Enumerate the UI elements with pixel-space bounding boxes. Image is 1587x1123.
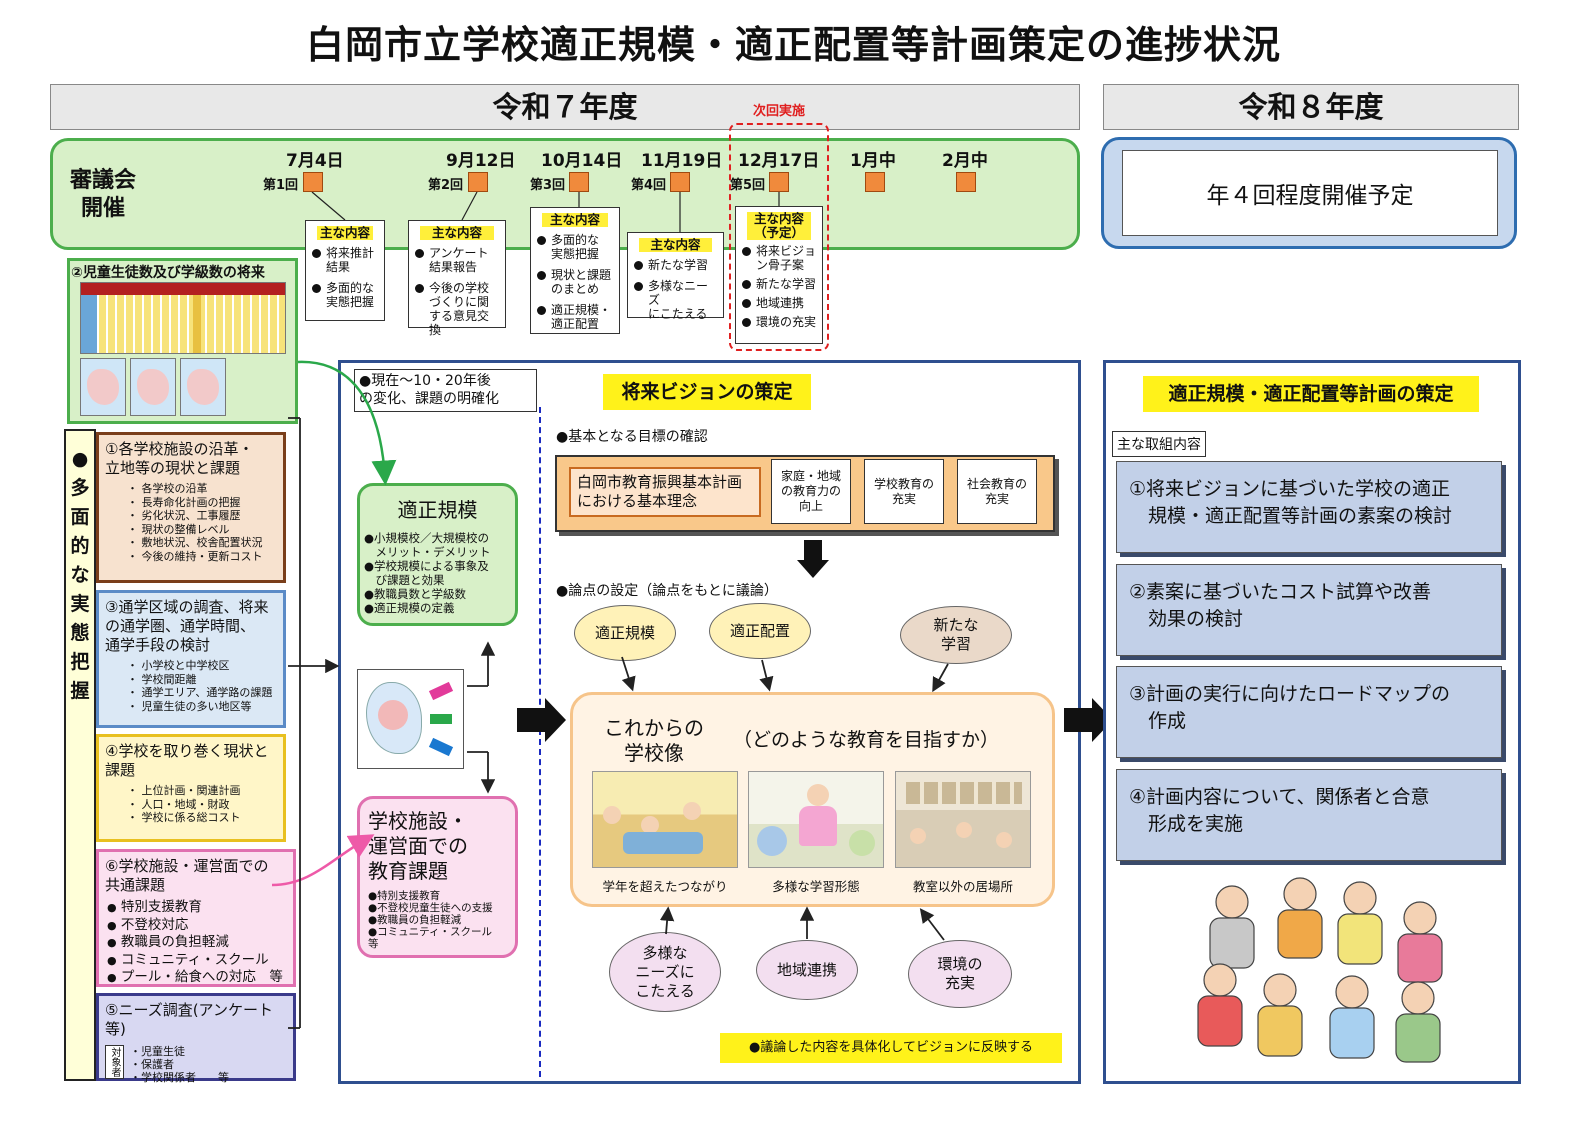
meeting-no-2: 第2回	[428, 178, 464, 193]
next-meeting-highlight	[729, 123, 829, 351]
plan-subtitle: 主な取組内容	[1112, 431, 1206, 457]
meeting-marker-6	[865, 172, 885, 192]
issue-oval-4: 多様な ニーズに こたえる	[609, 932, 721, 1012]
issue-oval-1: 適正規模	[574, 605, 676, 661]
meeting-no-4: 第4回	[631, 178, 667, 193]
vision-title: 将来ビジョンの策定	[603, 374, 811, 410]
council-label: 審議会 開催	[70, 168, 137, 221]
goal-main: 白岡市教育振興基本計画 における基本理念	[569, 467, 761, 517]
meeting-marker-3	[569, 172, 589, 192]
meeting-no-1: 第1回	[263, 178, 299, 193]
survey-box-5: ⑤ニーズ調査(アンケート等) 対象者 ・児童生徒 ・保護者 ・学校関係者 等	[96, 993, 296, 1084]
divider-line	[539, 407, 541, 1077]
plan-step-3: ③計画の実行に向けたロードマップの 作成	[1116, 666, 1502, 758]
meeting-date-6: 1月中	[850, 151, 896, 171]
meeting-marker-2	[468, 172, 488, 192]
meeting-marker-1	[303, 172, 323, 192]
photo-place-outside-class	[895, 771, 1031, 868]
survey-box-4: ④学校を取り巻く現状と 課題 ・ 上位計画・関連計画 ・ 人口・地域・財政 ・ …	[96, 734, 286, 842]
survey-box-3: ③通学区域の調査、将来 の通学圏、通学時間、 通学手段の検討 ・ 小学校と中学校…	[96, 590, 286, 728]
meeting-card-5: 主な内容 （予定） 将来ビジョ ン骨子案新たな学習地域連携環境の充実	[735, 206, 823, 344]
meeting-marker-4	[670, 172, 690, 192]
photo-caption-2: 多様な学習形態	[772, 879, 860, 894]
plan-step-1: ①将来ビジョンに基づいた学校の適正 規模・適正配置等計画の素案の検討	[1116, 461, 1502, 553]
goal-school-education: 学校教育の 充実	[864, 459, 944, 524]
meeting-card-1: 主な内容 将来推計 結果多面的な 実態把握	[305, 220, 385, 321]
goal-home-community: 家庭・地域 の教育力の 向上	[771, 459, 851, 524]
area-map	[357, 669, 464, 769]
change-title: ●現在～10・20年後 の変化、課題の明確化	[354, 369, 537, 412]
forecast-table-image	[80, 282, 286, 354]
meeting-date-1: 7月4日	[286, 151, 344, 171]
facility-box: 学校施設・ 運営面での 教育課題 ●特別支援教育 ●不登校児童生徒への支援 ●教…	[357, 796, 518, 958]
meeting-no-3: 第3回	[530, 178, 566, 193]
photo-caption-3: 教室以外の居場所	[912, 879, 1013, 894]
meeting-card-3: 主な内容 多面的な 実態把握現状と課題 のまとめ適正規模・ 適正配置	[530, 207, 620, 334]
forecast-map-1	[80, 358, 126, 416]
issues-title: ●論点の設定（論点をもとに議論）	[556, 583, 778, 599]
meeting-date-3: 10月14日	[541, 151, 623, 171]
meeting-marker-5	[769, 172, 789, 192]
meeting-illustration	[1197, 877, 1443, 1063]
tekisei-box: 適正規模 ●小規模校／大規模校の メリット・デメリット ●学校規模による事象及 …	[357, 483, 518, 626]
year-r8-bar: 令和８年度	[1103, 84, 1519, 130]
issue-oval-6: 環境の 充実	[908, 940, 1012, 1008]
goal-title: ●基本となる目標の確認	[556, 429, 708, 445]
future-subtitle: （どのような教育を目指すか）	[733, 729, 1000, 751]
goal-social-education: 社会教育の 充実	[957, 459, 1037, 524]
year-r7-bar: 令和７年度	[50, 84, 1080, 130]
plan-step-2: ②素案に基づいたコスト試算や改善 効果の検討	[1116, 564, 1502, 656]
plan-title: 適正規模・適正配置等計画の策定	[1143, 376, 1479, 412]
issue-oval-2: 適正配置	[709, 603, 811, 659]
meeting-date-5: 12月17日	[738, 151, 820, 171]
next-label: 次回実施	[753, 104, 806, 119]
meeting-date-4: 11月19日	[641, 151, 723, 171]
meeting-date-7: 2月中	[942, 151, 988, 171]
meeting-date-2: 9月12日	[446, 151, 516, 171]
survey-vertical-bar: ●多面的な実態把握	[64, 429, 96, 1081]
photo-caption-1: 学年を超えたつながり	[602, 879, 728, 894]
meeting-no-5: 第5回	[730, 178, 766, 193]
meeting-card-2: 主な内容 アンケート 結果報告今後の学校 づくりに関 する意見交換	[408, 220, 506, 337]
issue-oval-3: 新たな 学習	[900, 606, 1012, 664]
forecast-title: ②児童生徒数及び学級数の将来	[71, 265, 265, 281]
survey-box-6: ⑥学校施設・運営面での 共通課題 ● 特別支援教育 ● 不登校対応 ● 教職員の…	[96, 849, 296, 987]
forecast-map-3	[180, 358, 226, 416]
meeting-marker-7	[956, 172, 976, 192]
meeting-card-4: 主な内容 新たな学習多様なニーズ にこたえる	[627, 232, 724, 321]
photo-diverse-learning	[748, 771, 884, 868]
r8-council-plan: 年４回程度開催予定	[1122, 150, 1498, 236]
target-label: 対象者	[105, 1045, 124, 1079]
page-title: 白岡市立学校適正規模・適正配置等計画策定の進捗状況	[305, 23, 1281, 67]
issue-oval-5: 地域連携	[756, 940, 858, 1000]
plan-step-4: ④計画内容について、関係者と合意 形成を実施	[1116, 769, 1502, 861]
photo-grade-link	[592, 771, 738, 868]
forecast-map-2	[130, 358, 176, 416]
goal-down-arrow	[797, 540, 829, 578]
future-title: これからの 学校像	[604, 716, 704, 765]
reflect-note: ●議論した内容を具体化してビジョンに反映する	[720, 1033, 1062, 1063]
survey-box-1: ①各学校施設の沿革・ 立地等の現状と課題 ・ 各学校の沿革 ・ 長寿命化計画の把…	[96, 432, 286, 583]
